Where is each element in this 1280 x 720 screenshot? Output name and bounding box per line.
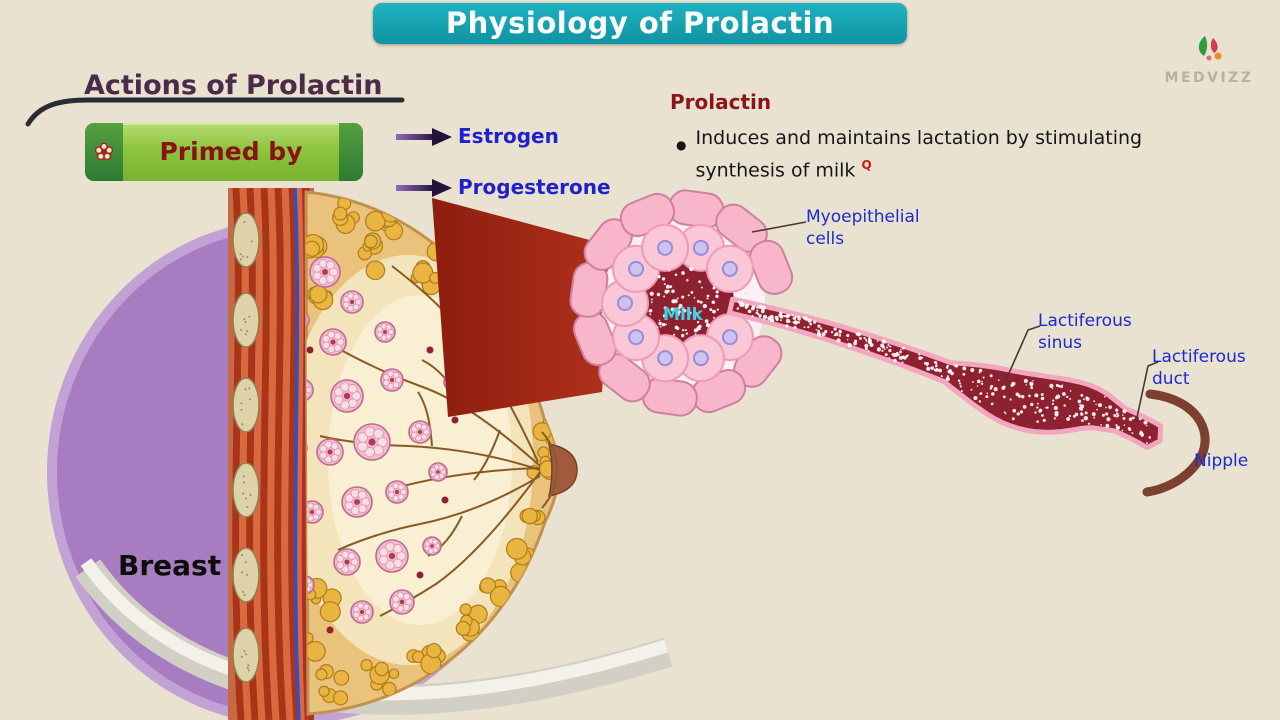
prolactin-bullet: ● Induces and maintains lactation by sti… [676,125,1186,184]
lactiferous-duct-zoom [727,296,1210,497]
bullet-line2: synthesis of milk Q [695,158,872,182]
sinus-leader [1005,325,1041,381]
medvizz-logo-icon [1198,36,1222,61]
myoepithelial-leader [751,221,807,233]
medvizz-logo: MEDVIZZ [1150,34,1268,96]
secretory-cells [601,223,754,383]
duct-leader [1135,361,1159,423]
zoom-beam [432,198,612,417]
title-banner: Physiology of Prolactin [373,3,907,44]
primed-by-label: Primed by [123,123,339,181]
bullet-line1: Induces and maintains lactation by stimu… [695,127,1143,149]
lactiferous-sinus-label: Lactiferous sinus [1038,311,1132,353]
arrow-icon-estrogen [396,128,452,146]
prolactin-heading: Prolactin [670,90,772,114]
myoepithelial-cells-label: Myoepithelial cells [806,207,920,249]
ribs [232,212,260,683]
chest-wall [228,188,314,720]
flower-icon [94,142,114,161]
leader-lines [751,221,1159,423]
primed-by-button: Primed by [85,123,363,181]
page-title: Physiology of Prolactin [445,6,835,40]
bullet-superscript: Q [861,158,872,172]
primed-right-cap [339,123,363,181]
bullet-text: Induces and maintains lactation by stimu… [695,125,1142,184]
heading-underline [25,97,405,127]
arrow-icon-progesterone [396,179,452,197]
milk-label: Milk [663,305,703,325]
nipple-label: Nipple [1194,451,1249,471]
breast-label: Breast [118,549,222,582]
bullet-icon: ● [676,138,687,152]
lactiferous-duct-label: Lactiferous duct [1152,347,1246,389]
milk-droplets [648,266,719,338]
primed-left-cap [85,123,123,181]
duct-tree [319,265,541,617]
nipple-zoom [1142,389,1210,497]
estrogen-label: Estrogen [458,124,559,148]
duct-body [727,296,1164,451]
alveolus-zoom [569,189,794,417]
duct-milk-droplets [736,300,1152,445]
actions-heading: Actions of Prolactin [84,70,383,101]
progesterone-label: Progesterone [458,175,611,199]
medvizz-logo-text: MEDVIZZ [1164,70,1254,86]
